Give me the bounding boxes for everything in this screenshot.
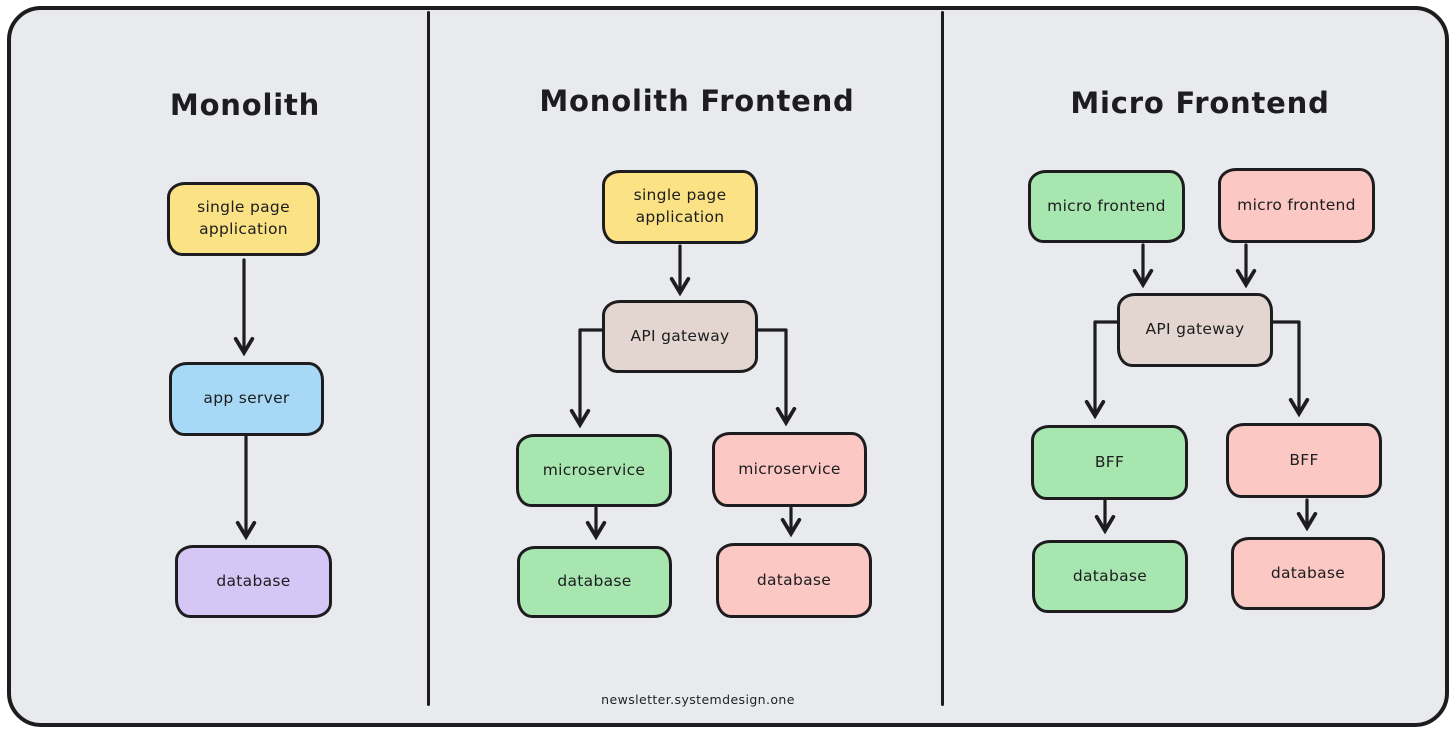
node-label: BFF xyxy=(1289,450,1319,469)
node-single-page-application: single page application xyxy=(602,170,758,244)
node-label: database xyxy=(756,570,832,589)
node-app-server: app server xyxy=(169,362,324,436)
node-label: microservice xyxy=(542,460,646,479)
node-label: API gateway xyxy=(630,326,730,345)
node-label: database xyxy=(557,572,632,591)
panel-title-micro-frontend: Micro Frontend xyxy=(1070,86,1330,120)
panel-title-monolith: Monolith xyxy=(169,88,321,122)
panel-title-monolith-frontend: Monolith Frontend xyxy=(539,84,855,118)
node-micro-frontend-green: micro frontend xyxy=(1028,170,1185,243)
node-label: single page application xyxy=(197,198,290,238)
panel-divider-2 xyxy=(941,11,944,706)
node-database-pink: database xyxy=(716,543,872,618)
node-api-gateway: API gateway xyxy=(1117,293,1273,367)
panel-divider-1 xyxy=(427,11,430,706)
node-microservice-pink: microservice xyxy=(712,432,867,507)
node-label: database xyxy=(1072,566,1148,585)
node-microservice-green: microservice xyxy=(516,434,672,507)
node-label: micro frontend xyxy=(1047,196,1166,215)
watermark-text: newsletter.systemdesign.one xyxy=(601,692,795,707)
node-database: database xyxy=(175,545,332,618)
node-micro-frontend-pink: micro frontend xyxy=(1218,168,1375,243)
node-label: single page application xyxy=(633,186,727,226)
node-bff-green: BFF xyxy=(1031,425,1188,500)
node-single-page-application: single page application xyxy=(167,182,320,256)
node-label: microservice xyxy=(738,459,841,478)
node-bff-pink: BFF xyxy=(1226,423,1382,498)
node-label: micro frontend xyxy=(1237,195,1356,214)
node-database-green: database xyxy=(1032,540,1188,613)
node-database-green: database xyxy=(517,546,672,618)
node-label: database xyxy=(216,571,291,590)
node-database-pink: database xyxy=(1231,537,1385,610)
node-label: BFF xyxy=(1094,452,1125,471)
node-label: app server xyxy=(203,389,290,408)
node-label: database xyxy=(1270,563,1346,582)
node-api-gateway: API gateway xyxy=(602,300,758,373)
node-label: API gateway xyxy=(1145,320,1245,339)
